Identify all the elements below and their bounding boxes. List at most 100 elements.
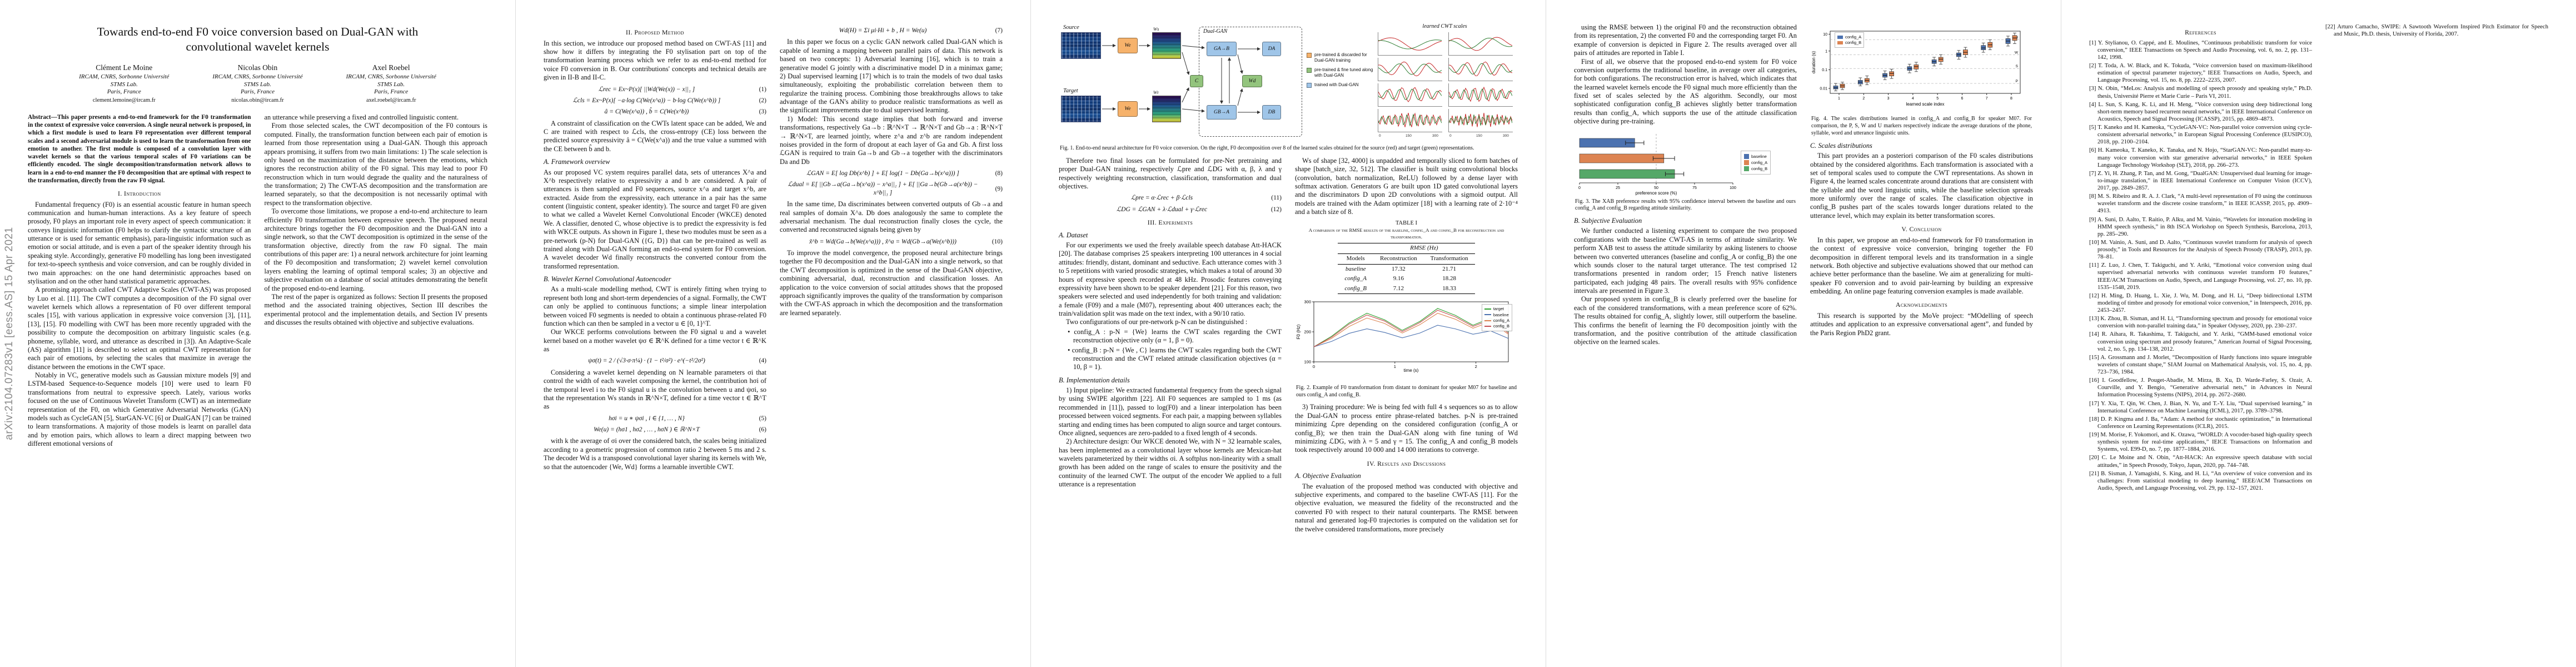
- author-affiliation: STMS Lab.: [377, 81, 405, 88]
- table-cell: config_A: [1344, 275, 1367, 282]
- equation: ℒpre = α·ℒrec + β·ℒcls(11): [1059, 194, 1282, 202]
- figure-caption: Fig. 2. Example of F0 transformation fro…: [1296, 384, 1517, 398]
- body-paragraph: First of all, we observe that the propos…: [1574, 57, 1797, 126]
- figure-caption: Fig. 1. End-to-end neural architecture f…: [1060, 145, 1474, 151]
- cwt-scale-plot: [1378, 109, 1442, 132]
- subsection-heading: C. Scales distributions: [1810, 141, 1872, 150]
- legend-swatch: [1837, 41, 1843, 44]
- equation-number: (3): [759, 108, 766, 116]
- reference-item: [2] T. Toda, A. W. Black, and K. Tokuda,…: [2089, 63, 2312, 84]
- column-right: Wd(H) = Σi μi·Hi + b , H = We(u)(7) In t…: [780, 23, 1003, 317]
- equation: Wd(H) = Σi μi·Hi + b , H = We(u)(7): [780, 27, 1003, 34]
- equation-body: ℒcls = Ex~P(x)[ −a·log C(We(x^a)) − b·lo…: [572, 97, 721, 104]
- svg-text:time (s): time (s): [1404, 368, 1419, 373]
- table-cell: 18.28: [1442, 275, 1457, 282]
- figure-caption: Fig. 4. The scales distributions learned…: [1811, 116, 2032, 136]
- equation-number: (6): [759, 426, 766, 434]
- fig1-discriminator-a-box: DA: [1262, 42, 1281, 56]
- page-4: using the RMSE between 1) the original F…: [1546, 0, 2061, 667]
- legend-item: baseline: [1484, 312, 1509, 317]
- body-paragraph: Two configurations of our pre-network p-…: [1066, 318, 1248, 326]
- equation: ℒGAN = E[ log Db(x^b) ] + E[ log(1 − Db(…: [780, 170, 1003, 177]
- fig1-source-label: Source: [1063, 24, 1079, 31]
- section-heading-introduction: I. Introduction: [117, 189, 161, 197]
- section-heading-conclusion: V. Conclusion: [1901, 225, 1942, 233]
- body-paragraph: As a multi-scale modelling method, CWT i…: [544, 285, 766, 327]
- author-name: Axel Roebel: [372, 63, 410, 72]
- reference-item: [14] R. Aihara, R. Takashima, T. Takiguc…: [2089, 331, 2312, 352]
- reference-item: [4] L. Sun, S. Kang, K. Li, and H. Meng,…: [2089, 101, 2312, 122]
- body-paragraph: 1) Input pipeline: We extracted fundamen…: [1059, 386, 1282, 437]
- page-3: Source Target We We Ws Wt Dual-GAN GA→B …: [1030, 0, 1546, 667]
- table-1: TABLE I A comparison of the RMSE results…: [1295, 220, 1518, 295]
- equation-body: We(u) = (hσ1 , hσ2 , … , hσN ) ∈ ℝ^N×T: [594, 426, 700, 433]
- legend-swatch: [1744, 153, 1749, 159]
- equation-number: (7): [995, 27, 1003, 34]
- legend-label: pre-trained & discarded for Dual-GAN tra…: [1314, 52, 1367, 63]
- legend-item: config_A: [1484, 318, 1509, 323]
- section-heading-experiments: III. Experiments: [1147, 218, 1193, 227]
- cwt-scale-plot: [1378, 32, 1442, 56]
- equation-number: (12): [1270, 206, 1282, 213]
- equation-number: (1): [759, 86, 766, 93]
- svg-text:8: 8: [2010, 97, 2012, 101]
- reference-item: [13] K. Zhou, B. Sisman, and H. Li, “Tra…: [2089, 316, 2312, 330]
- subsection-heading: A. Dataset: [1059, 231, 1088, 239]
- fig1-decoder-box: Wd: [1242, 75, 1262, 87]
- page-2: II. Proposed Method In this section, we …: [515, 0, 1030, 667]
- figure-1: Source Target We We Ws Wt Dual-GAN GA→B …: [1059, 23, 1518, 152]
- legend-swatch: [1744, 166, 1749, 172]
- author-affiliation: IRCAM, CNRS, Sorbonne Université: [346, 73, 436, 80]
- table-cell: 9.16: [1393, 275, 1404, 282]
- legend-item: baseline: [1744, 154, 1767, 159]
- svg-text:3: 3: [1887, 97, 1890, 101]
- reference-item: [21] B. Sisman, J. Yamagishi, S. King, a…: [2089, 470, 2312, 491]
- svg-text:25: 25: [1616, 186, 1620, 190]
- fig1-encoder-box: We: [1118, 38, 1138, 53]
- reference-item: [15] A. Grossmann and J. Morlet, “Decomp…: [2089, 354, 2312, 375]
- svg-text:2: 2: [1475, 364, 1477, 369]
- body-paragraph: In the same time, Da discriminates betwe…: [780, 200, 1003, 234]
- axis-tick: 0: [1449, 134, 1452, 138]
- body-paragraph: an utterance while preserving a fixed an…: [264, 113, 459, 121]
- reference-item: [20] C. Le Moine and N. Obin, “Att-HACK:…: [2089, 455, 2312, 469]
- legend-item: config_A: [1837, 34, 1861, 39]
- column-left: II. Proposed Method In this section, we …: [544, 23, 766, 471]
- fig4-plot: 0.010.1110PSWU12345678learned scale inde…: [1811, 31, 2021, 107]
- author-affiliation: STMS Lab.: [110, 81, 138, 88]
- equation: ℒcls = Ex~P(x)[ −a·log C(We(x^a)) − b·lo…: [544, 97, 766, 104]
- table-cell: 21.71: [1442, 265, 1457, 272]
- axis-tick: 300: [1503, 134, 1509, 138]
- column-right: an utterance while preserving a fixed an…: [265, 113, 488, 327]
- body-paragraph: Our proposed system in config_B is clear…: [1574, 295, 1797, 346]
- svg-text:10: 10: [1823, 33, 1827, 37]
- author-block: Axel Roebel IRCAM, CNRS, Sorbonne Univer…: [346, 63, 436, 103]
- legend-item: config_B: [1837, 40, 1861, 45]
- reference-item: [19] M. Morise, F. Yokomori, and K. Ozaw…: [2089, 432, 2312, 453]
- legend-label: baseline: [1493, 312, 1509, 317]
- svg-text:1: 1: [1838, 97, 1840, 101]
- fig1-arrows: [1102, 44, 1260, 114]
- equation: ℒdual = E[ ||Gb→a(Ga→b(x^a)) − x^a||₁ ] …: [780, 181, 1003, 197]
- cwt-scale-plot: [1378, 83, 1442, 107]
- svg-text:300: 300: [1304, 300, 1311, 305]
- reference-item: [22] Arturo Camacho, SWIPE: A Sawtooth W…: [2325, 24, 2548, 38]
- body-paragraph: using the RMSE between 1) the original F…: [1574, 23, 1797, 57]
- author-email: nicolas.obin@ircam.fr: [231, 97, 284, 103]
- column-left: References [1] Y. Stylianou, O. Cappé, a…: [2089, 23, 2312, 493]
- legend-label: trained with Dual-GAN: [1314, 82, 1359, 88]
- bullet-item: • config_B : p-N = {We , C} learns the C…: [1068, 346, 1282, 371]
- page-5: References [1] Y. Stylianou, O. Cappé, a…: [2061, 0, 2576, 667]
- body-paragraph: As our proposed VC system requires paral…: [544, 168, 766, 270]
- equation-number: (10): [991, 238, 1003, 245]
- table-column-header: Transformation: [1423, 253, 1475, 265]
- cwt-scale-plot: [1448, 109, 1513, 132]
- reference-item: [18] D. P. Kingma and J. Ba, “Adam: A me…: [2089, 416, 2312, 430]
- body-paragraph: The evaluation of the proposed method wa…: [1295, 482, 1518, 533]
- legend-label: config_A: [1493, 318, 1509, 323]
- legend-swatch: [1744, 160, 1749, 165]
- equation-body: ℒDG = ℒGAN + λ·ℒdual + γ·ℒrec: [1116, 206, 1208, 213]
